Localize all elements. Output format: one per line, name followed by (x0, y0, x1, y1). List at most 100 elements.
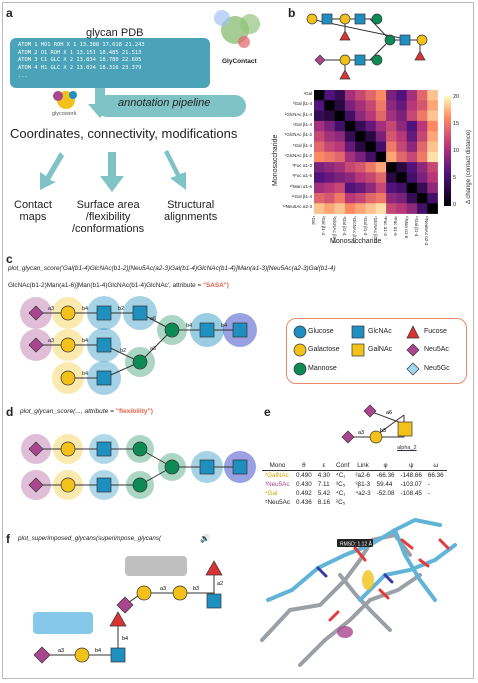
table-cell-link: ³β1-3 (355, 481, 371, 488)
heatmap-col-label: ¹⁰Man α1-6 (403, 215, 409, 239)
table-cell-omega: 66.36 (427, 472, 444, 479)
table-cell-conf: ²C₅ (336, 481, 346, 488)
heatmap-cell (406, 141, 418, 153)
heatmap-cell (344, 162, 356, 173)
link-label: b4 (82, 371, 88, 377)
heatmap-cell (427, 151, 438, 163)
superposition-render (260, 517, 457, 667)
heatmap-cell (344, 90, 356, 101)
pdb-line: ATOM 1 HO1 ROH X 1 13.388 17.618 21.243 (18, 42, 145, 48)
heatmap-cell (396, 182, 407, 194)
heatmap-row-label: ²Gal β1-4 (293, 101, 312, 107)
heatmap-cell (375, 141, 387, 153)
heatmap-cell (314, 90, 325, 101)
arrow-surface-area (100, 152, 124, 192)
heatmap-cell (396, 141, 407, 153)
heatmap-cell (417, 151, 428, 163)
code-f: plot_superimposed_glycans(superimpose_gl… (18, 535, 162, 542)
table-cell-theta: 0.490 (296, 472, 312, 479)
panel-f-glycans: a3 b3 a2 a3 b4 b4 (33, 556, 223, 664)
heatmap-cell (355, 151, 366, 163)
col-psi: ψ (397, 461, 425, 471)
heatmap-cell (427, 162, 438, 173)
link-label: b4 (82, 306, 88, 312)
heatmap-cell (375, 162, 387, 173)
heatmap-cell (375, 120, 387, 132)
heatmap-cell (334, 203, 346, 214)
heatmap-col-label: ⁹Fuc α1-6 (393, 215, 399, 236)
heatmap-row-label: ⁸Fuc α1-3 (292, 163, 312, 169)
table-cell-mono: ⁴Gal (265, 490, 278, 497)
heatmap-cell (355, 182, 366, 194)
heatmap-cell (386, 162, 397, 173)
code-line-2-text: GlcNAc(b1-2)Man(a1-6)]Man(b1-4)GlcNAc(b1… (8, 282, 203, 289)
output-structural: Structural alignments (164, 199, 218, 223)
link-label: a3 (58, 648, 64, 654)
contact-heatmap (314, 90, 438, 214)
pdb-line: ... (18, 72, 28, 79)
heatmap-cell (355, 100, 366, 111)
heatmap-cell (314, 162, 325, 173)
code-attr-flexibility: "flexibility") (115, 408, 153, 415)
heatmap-cell (344, 193, 356, 204)
col-link: Link (352, 461, 374, 471)
legend-label: Fucose (424, 328, 447, 335)
heatmap-cell (427, 100, 438, 111)
panel-label-c: c (6, 252, 13, 266)
table-cell-theta: 0.436 (296, 499, 312, 506)
heatmap-cell (396, 120, 407, 132)
figure-frame (2, 2, 474, 679)
heatmap-cell (365, 141, 377, 153)
heatmap-cell (344, 151, 356, 163)
glycontact-logo (214, 10, 260, 48)
heatmap-cell (365, 131, 377, 142)
table-cell-omega: - (427, 490, 430, 497)
heatmap-cell (386, 193, 397, 204)
heatmap-cell (417, 182, 428, 194)
heatmap-cell (355, 172, 366, 183)
heatmap-cell (365, 100, 377, 111)
table-cell-theta: 0.430 (296, 481, 312, 488)
heatmap-cell (334, 90, 346, 101)
pdb-line: ATOM 2 O1 ROH X 1 13.151 18.485 21.513 (18, 49, 142, 56)
table-cell-phi: 59.44 (376, 481, 393, 488)
table-cell-mono: ²GalNAc (265, 472, 289, 479)
legend-galactose-icon (293, 343, 307, 357)
link-label: a3 (160, 586, 166, 592)
col-conf: Conf (333, 461, 353, 471)
heatmap-cell (396, 193, 407, 204)
heatmap-cell (417, 203, 428, 214)
legend-label: GlcNAc (368, 328, 392, 335)
heatmap-cell (314, 100, 325, 111)
legend-label: Glucose (308, 328, 334, 335)
table-cell-conf: ²C₅ (336, 499, 346, 506)
legend-label: Neu5Gc (424, 365, 450, 372)
code-d: plot_glycan_score(..., attribute = "flex… (20, 408, 153, 415)
heatmap-cell (355, 110, 366, 122)
pdb-line: ATOM 4 H1 GLC X 2 13.024 18.316 23.379 (18, 65, 142, 72)
heatmap-cell (386, 120, 397, 132)
heatmap-cell (334, 193, 346, 204)
heatmap-col-label: ¹Gal (311, 215, 316, 225)
heatmap-cell (365, 203, 377, 214)
colorbar-tick: 10 (453, 148, 460, 154)
table-cell-eps: 8.16 (317, 499, 331, 506)
legend-label: Neu5Ac (424, 346, 449, 353)
code-line-1: plot_glycan_score('Gal(b1-4)GlcNAc(b1-2)… (8, 265, 336, 272)
heatmap-cell (324, 90, 335, 101)
heatmap-row-label: ⁹Fuc α1-6 (292, 173, 312, 179)
colorbar-tick: 15 (453, 121, 460, 127)
glycowork-logo (53, 91, 77, 109)
heatmap-row-label: ¹¹Gal β1-4 (291, 194, 312, 199)
code-d-text: plot_glycan_score(..., attribute = (20, 408, 116, 415)
heatmap-cell (386, 151, 397, 163)
heatmap-cell (355, 141, 366, 153)
pdb-line: ATOM 3 C1 GLC X 2 13.834 18.780 22.605 (18, 57, 142, 64)
table-cell-eps: 5.42 (317, 490, 331, 497)
gray-blob (125, 556, 187, 576)
colorbar-tick: 20 (453, 94, 460, 100)
table-cell-eps: 7.11 (317, 481, 330, 488)
